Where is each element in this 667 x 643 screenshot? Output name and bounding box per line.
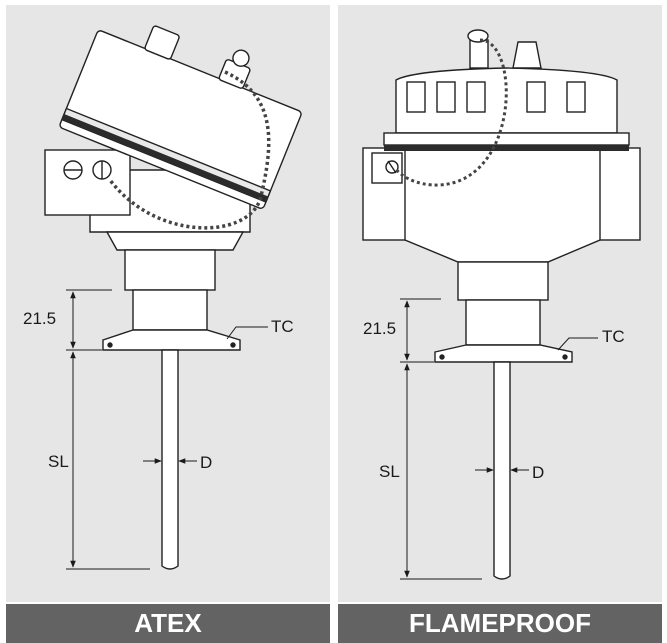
atex-title: ATEX xyxy=(6,604,330,643)
atex-connection-label: TC xyxy=(271,317,294,336)
flameproof-dim-height: 21.5 xyxy=(363,319,396,338)
flameproof-dim-diameter: D xyxy=(532,463,544,482)
atex-dimensions xyxy=(66,289,268,570)
atex-sensor-drawing xyxy=(44,25,302,570)
flameproof-title: FLAMEPROOF xyxy=(338,604,662,643)
atex-dim-height: 21.5 xyxy=(23,309,56,328)
atex-dim-diameter: D xyxy=(200,453,212,472)
flameproof-dimensions xyxy=(400,298,598,580)
flameproof-dim-length: SL xyxy=(379,462,400,481)
flameproof-sensor-drawing xyxy=(362,29,641,580)
flameproof-connection-label: TC xyxy=(602,327,625,346)
atex-dim-length: SL xyxy=(48,452,69,471)
